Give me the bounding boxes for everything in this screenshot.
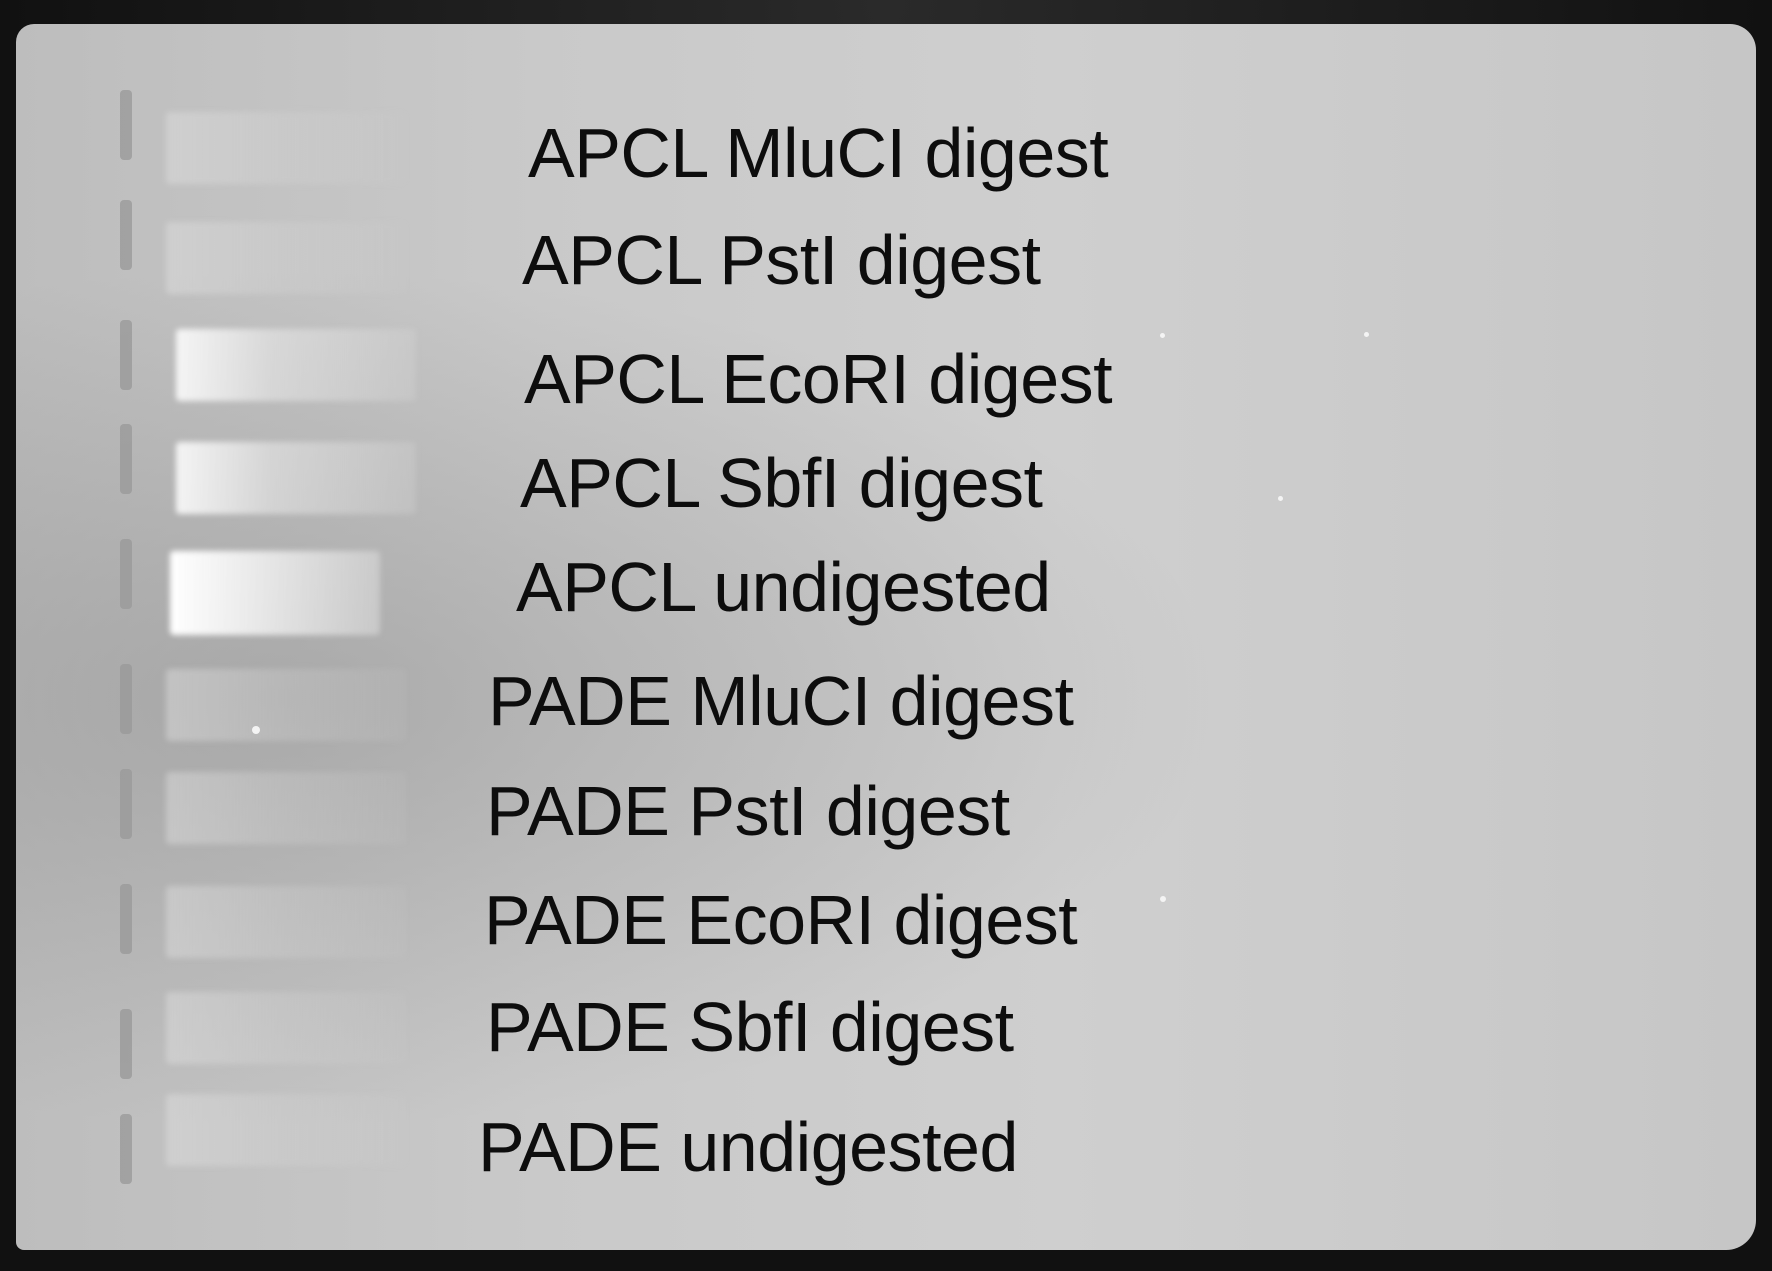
agarose-gel	[16, 24, 1756, 1250]
lane-label-7: PADE PstI digest	[486, 772, 1010, 850]
band-lane-10	[166, 1094, 406, 1166]
band-lane-4	[176, 442, 416, 514]
well-9	[120, 1009, 132, 1079]
lane-label-10: PADE undigested	[478, 1108, 1018, 1186]
lane-label-5: APCL undigested	[516, 548, 1051, 626]
lane-label-1: APCL MluCI digest	[528, 114, 1109, 192]
well-6	[120, 664, 132, 734]
dust-speck	[1278, 496, 1283, 501]
band-lane-8	[166, 886, 406, 958]
band-lane-5	[170, 551, 380, 635]
band-lane-6	[166, 669, 406, 741]
lane-label-2: APCL PstI digest	[522, 221, 1041, 299]
well-1	[120, 90, 132, 160]
gel-shading	[16, 24, 1756, 1250]
dust-speck	[1364, 332, 1369, 337]
band-lane-2	[166, 222, 406, 294]
well-4	[120, 424, 132, 494]
lane-label-3: APCL EcoRI digest	[524, 340, 1113, 418]
dust-speck	[1160, 896, 1166, 902]
dust-speck	[252, 726, 260, 734]
band-lane-7	[166, 772, 406, 844]
well-7	[120, 769, 132, 839]
well-5	[120, 539, 132, 609]
band-lane-3	[176, 329, 416, 401]
band-lane-1	[166, 112, 406, 184]
lane-label-4: APCL SbfI digest	[520, 444, 1043, 522]
lane-label-6: PADE MluCI digest	[488, 662, 1074, 740]
band-lane-9	[166, 992, 406, 1064]
lane-label-8: PADE EcoRI digest	[484, 881, 1078, 959]
well-8	[120, 884, 132, 954]
dust-speck	[1160, 333, 1165, 338]
well-10	[120, 1114, 132, 1184]
well-2	[120, 200, 132, 270]
well-3	[120, 320, 132, 390]
lane-label-9: PADE SbfI digest	[486, 988, 1014, 1066]
